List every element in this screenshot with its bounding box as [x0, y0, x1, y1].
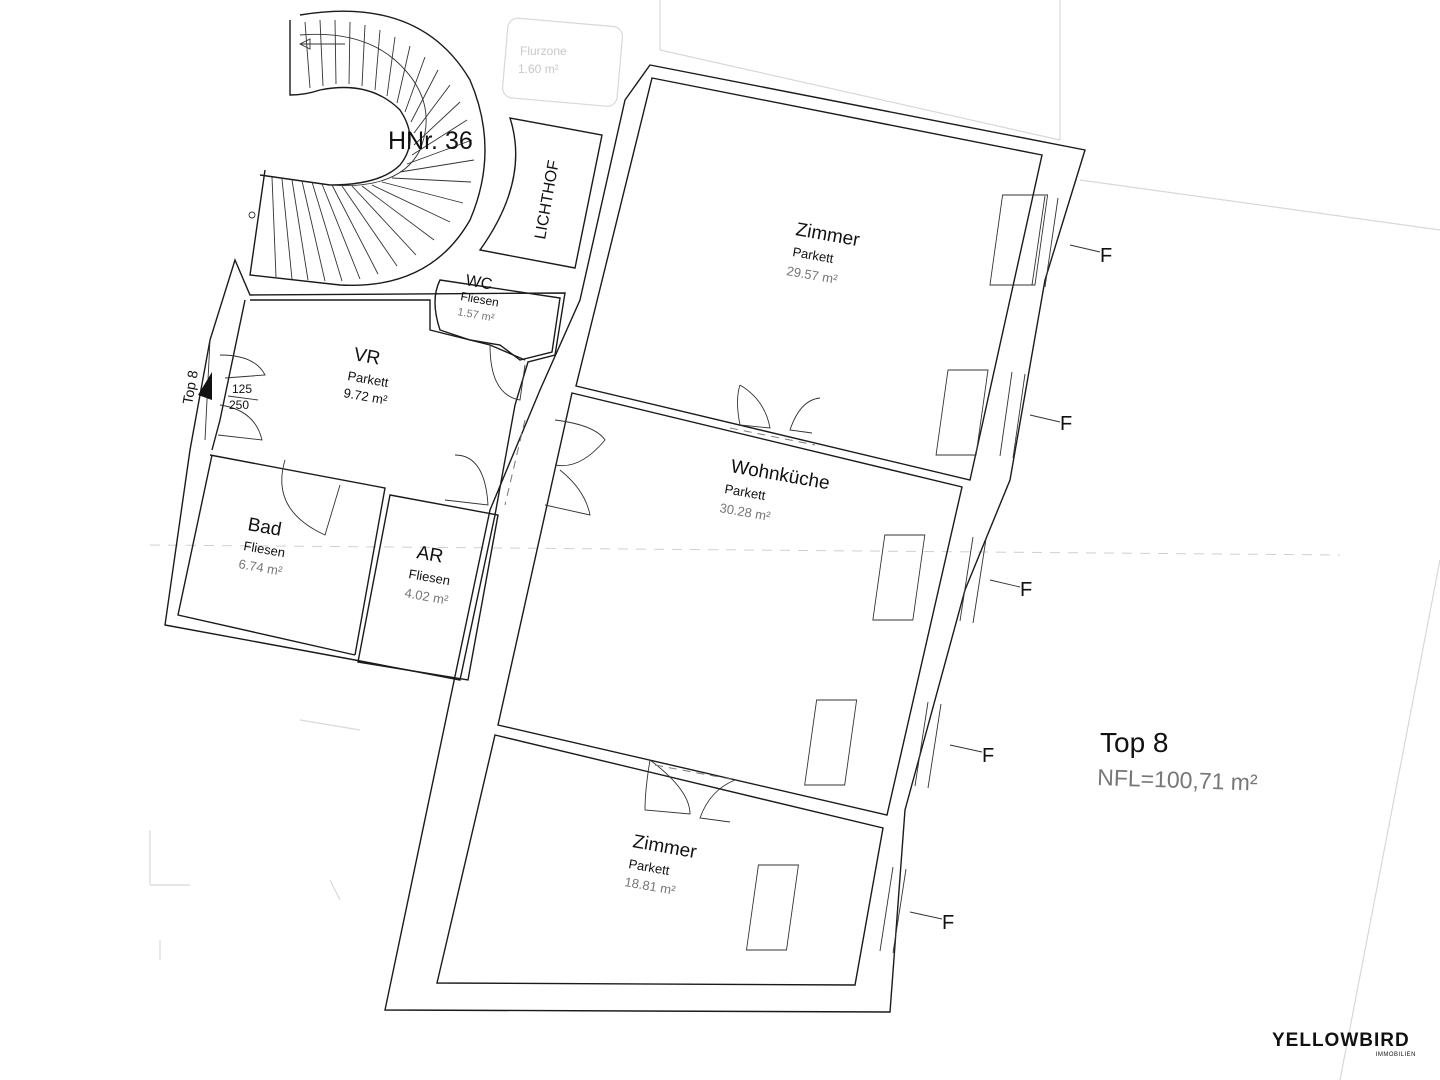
- summary-title: Top 8: [1100, 727, 1169, 758]
- room-floor: Parkett: [791, 244, 835, 266]
- window-marker-4: F: [982, 745, 994, 767]
- staircase-label: HNr. 36: [388, 127, 473, 155]
- entrance-unit-label: Top 8: [179, 369, 201, 406]
- summary: Top 8 NFL=100,71 m²: [1097, 727, 1259, 796]
- window-marker-3: F: [1020, 579, 1032, 601]
- window-1: F: [989, 194, 1112, 288]
- faint-room-area: 1.60 m²: [518, 62, 559, 76]
- room-wohnkueche: Wohnküche Parkett 30.28 m²: [718, 456, 831, 524]
- faint-room-name: Flurzone: [520, 44, 567, 58]
- room-floor: Parkett: [627, 856, 671, 878]
- window-marker-1: F: [1100, 245, 1112, 267]
- room-floor: Fliesen: [407, 566, 451, 588]
- background-lines: [149, 0, 1440, 1080]
- room-ar: AR Fliesen 4.02 m²: [403, 542, 451, 607]
- room-zimmer-1: Zimmer Parkett 29.57 m²: [785, 219, 861, 287]
- room-name: WC: [464, 272, 493, 293]
- window-2: F: [935, 369, 1072, 459]
- window-marker-2: F: [1060, 413, 1072, 435]
- window-5: F: [745, 864, 954, 954]
- room-name: VR: [352, 344, 382, 369]
- room-bad: Bad Fliesen 6.74 m²: [237, 514, 286, 578]
- room-floor: Parkett: [723, 481, 767, 503]
- lichthof: LICHTHOF: [478, 117, 603, 269]
- stair-treads: [271, 19, 475, 282]
- room-vr: VR Parkett 9.72 m²: [342, 344, 390, 407]
- entrance-dim-width: 125: [232, 382, 252, 396]
- room-area: 1.57 m²: [456, 306, 495, 324]
- room-floor: Parkett: [346, 368, 390, 390]
- room-floor: Fliesen: [459, 289, 500, 310]
- room-area: 4.02 m²: [403, 585, 450, 608]
- room-zimmer-2: Zimmer Parkett 18.81 m²: [623, 831, 698, 898]
- lichthof-label: LICHTHOF: [532, 159, 563, 241]
- room-floor: Fliesen: [242, 538, 286, 560]
- entrance-marker: Top 8 125 250: [179, 369, 259, 412]
- room-wc: WC Fliesen 1.57 m²: [456, 272, 500, 324]
- room-area: 30.28 m²: [718, 500, 772, 524]
- faint-room: Flurzone 1.60 m²: [501, 17, 624, 107]
- doors: [217, 344, 821, 823]
- staircase: HNr. 36: [248, 10, 486, 287]
- window-3: F: [872, 534, 1032, 624]
- room-name: AR: [415, 542, 445, 567]
- room-name: Bad: [246, 514, 283, 541]
- room-area: 18.81 m²: [623, 874, 677, 898]
- summary-nfl: NFL=100,71 m²: [1097, 764, 1259, 796]
- entrance-dim-height: 250: [229, 398, 249, 412]
- logo-main-text: YELLOWBIRD: [1272, 1030, 1410, 1051]
- window-marker-5: F: [942, 912, 954, 934]
- brand-logo: YELLOWBIRD IMMOBILIEN: [1272, 1030, 1422, 1064]
- windows: F F F F F: [745, 194, 1112, 954]
- room-area: 6.74 m²: [237, 556, 284, 579]
- apartment-walls: [164, 64, 1086, 1013]
- room-area: 29.57 m²: [785, 263, 839, 287]
- window-4: F: [804, 699, 994, 789]
- logo-sub-text: IMMOBILIEN: [1375, 1052, 1416, 1058]
